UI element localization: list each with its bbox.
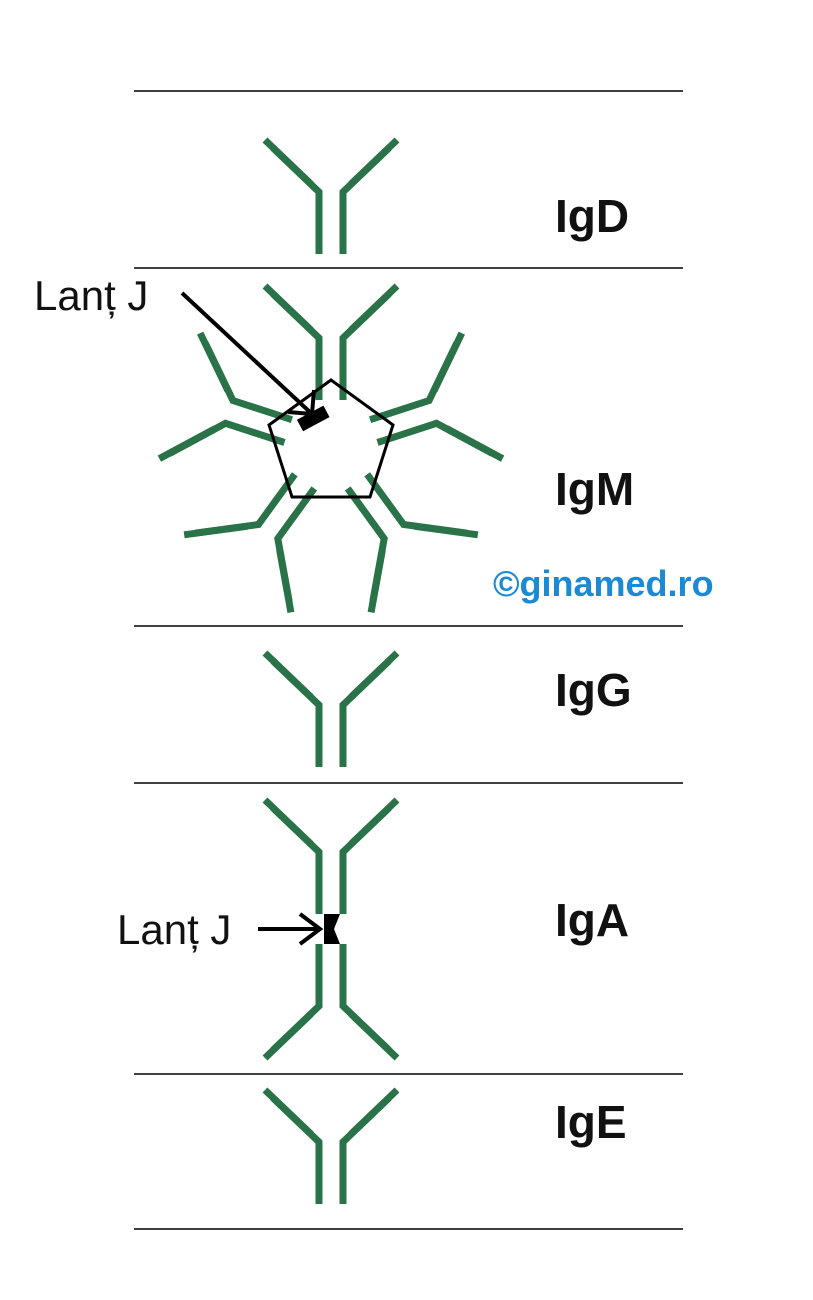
watermark-text: ©ginamed.ro xyxy=(493,563,714,604)
igd-antibody-icon xyxy=(265,140,397,254)
iga-j-chain-arrowhead xyxy=(298,912,324,946)
igm-antibody-icon-bottom-right xyxy=(304,443,478,613)
iga-j-chain: Lanț J xyxy=(117,906,340,953)
pentagon-core-icon xyxy=(267,378,395,499)
row-dividers xyxy=(134,90,683,1230)
j-chain-marker-icon xyxy=(296,405,330,432)
igm-pentamer xyxy=(159,286,502,612)
iga-j-chain-label: Lanț J xyxy=(117,906,231,953)
igg-label: IgG xyxy=(555,664,632,716)
igm-j-chain-label: Lanț J xyxy=(34,272,148,319)
igm-antibody-icon-bottom-left xyxy=(184,443,358,613)
iga-antibody-icon-bottom xyxy=(265,944,397,1058)
igd-label: IgD xyxy=(555,190,629,242)
igg-antibody-icon xyxy=(265,653,397,767)
ige-label: IgE xyxy=(555,1096,627,1148)
igm-antibody-icon-top xyxy=(265,286,397,400)
iga-label: IgA xyxy=(555,894,629,946)
igm-j-chain-arrow xyxy=(180,291,314,416)
igm-label: IgM xyxy=(555,463,634,515)
igm-j-chain-arrowhead xyxy=(287,389,316,417)
igm-j-chain: Lanț J xyxy=(34,272,330,432)
ige-antibody-icon xyxy=(265,1090,397,1204)
antibody-icons xyxy=(159,140,502,1204)
iga-antibody-icon-top xyxy=(265,800,397,914)
j-chain-marker-icon xyxy=(324,914,340,944)
